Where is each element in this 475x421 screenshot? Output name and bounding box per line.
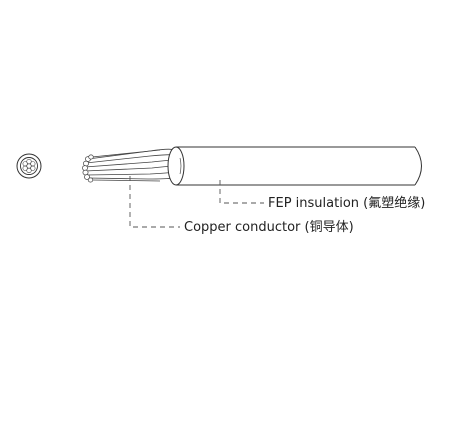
cross-section-inner-ring [20, 157, 38, 175]
leader-insulation [219, 180, 264, 204]
cross-section-outer-insulation [16, 153, 42, 179]
conductor-label: Copper conductor (铜导体) [184, 220, 354, 235]
cross-section-strands [22, 159, 36, 173]
cross-section [16, 153, 42, 179]
leader-conductor [129, 176, 180, 228]
insulation-jacket [167, 146, 422, 186]
conductor-strand-ends [82, 154, 94, 183]
insulation-label: FEP insulation (氟塑绝缘) [268, 196, 426, 211]
conductor-strands [84, 148, 178, 182]
